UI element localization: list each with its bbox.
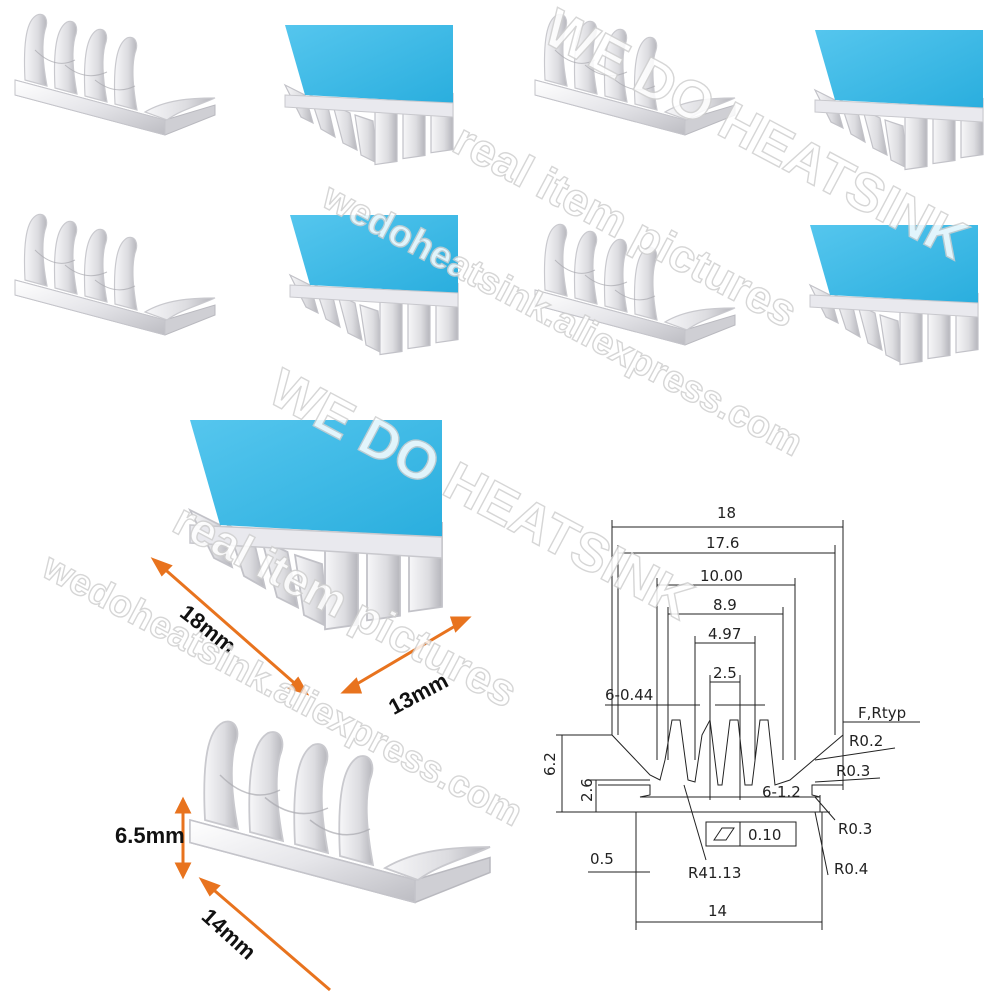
dim-base-thin: 0.5 xyxy=(590,850,614,868)
label-height: 6.5mm xyxy=(115,823,185,848)
dim-fin-pitch-span: 4.97 xyxy=(708,625,741,643)
dim-height-total: 6.2 xyxy=(541,752,559,776)
dim-radius-bottom: R41.13 xyxy=(688,864,741,882)
dim-r-base: R0.3 xyxy=(838,820,872,838)
dim-fin-thickness: 6-0.44 xyxy=(605,686,653,704)
dim-fin-span-inner: 8.9 xyxy=(713,596,737,614)
dim-r-corner: R0.4 xyxy=(834,860,868,878)
dimension-arrows xyxy=(150,557,472,992)
dim-fillet: F,Rtyp xyxy=(858,704,906,722)
dim-r-mid: R0.3 xyxy=(836,762,870,780)
watermark-tagline-bottom: real item pictures xyxy=(165,493,526,718)
dim-r-top: R0.2 xyxy=(849,732,883,750)
dim-base-height: 2.6 xyxy=(578,778,596,802)
dim-base-step: 6-1.2 xyxy=(762,783,801,801)
dim-width-inner: 17.6 xyxy=(706,534,739,552)
dim-flatness: 0.10 xyxy=(748,826,781,844)
dim-center-gap: 2.5 xyxy=(713,664,737,682)
dim-fin-span: 10.00 xyxy=(700,567,743,585)
dim-width-total: 18 xyxy=(717,504,736,522)
dim-base-width: 14 xyxy=(708,902,727,920)
